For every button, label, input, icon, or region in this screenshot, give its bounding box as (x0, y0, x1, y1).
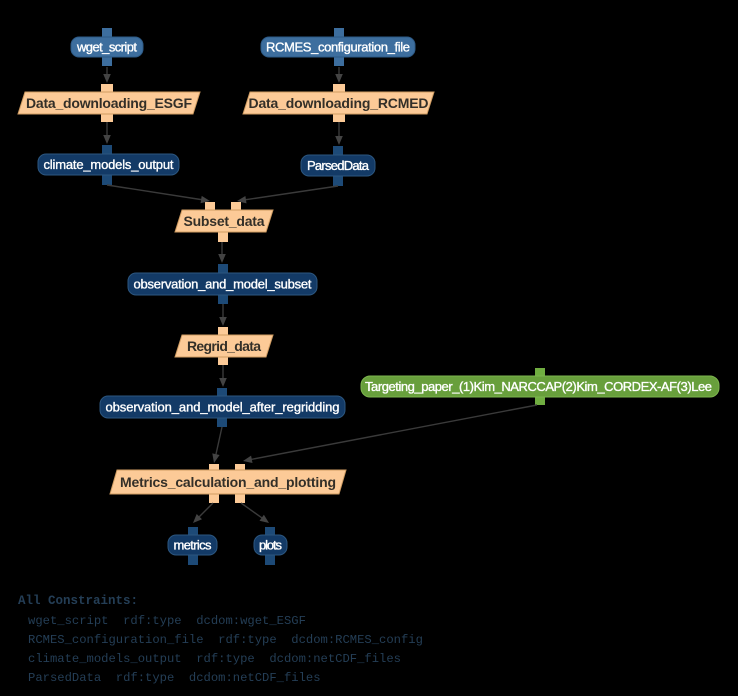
svg-text:ParsedData rdf:type dcdom:ne: ParsedData rdf:type dcdom:netCDF_files (28, 671, 321, 685)
svg-text:wget_script rdf:type dcdom:w: wget_script rdf:type dcdom:wget_ESGF (28, 614, 306, 628)
svg-text:RCMES_configuration_file rdf:: RCMES_configuration_file rdf:type dcdom:… (28, 633, 423, 647)
svg-text:RCMES_configuration_file: RCMES_configuration_file (266, 40, 410, 55)
svg-text:Regrid_data: Regrid_data (187, 338, 261, 354)
svg-text:Data_downloading_ESGF: Data_downloading_ESGF (26, 95, 192, 111)
svg-text:plots: plots (259, 538, 283, 553)
svg-text:Metrics_calculation_and_plotti: Metrics_calculation_and_plotting (120, 474, 336, 490)
svg-text:All Constraints:: All Constraints: (18, 594, 138, 608)
svg-text:metrics: metrics (174, 538, 213, 553)
svg-text:ParsedData: ParsedData (307, 158, 370, 173)
svg-text:observation_and_model_after_re: observation_and_model_after_regridding (106, 400, 340, 415)
svg-text:climate_models_output: climate_models_output (44, 157, 174, 172)
svg-text:Targeting_paper_(1)Kim_NARCCAP: Targeting_paper_(1)Kim_NARCCAP(2)Kim_COR… (365, 379, 712, 394)
svg-text:wget_script: wget_script (76, 40, 137, 55)
svg-text:climate_models_output rdf:typ: climate_models_output rdf:type dcdom:net… (28, 652, 401, 666)
svg-text:observation_and_model_subset: observation_and_model_subset (134, 277, 312, 292)
svg-text:Data_downloading_RCMED: Data_downloading_RCMED (249, 95, 429, 111)
svg-text:Subset_data: Subset_data (184, 213, 265, 229)
